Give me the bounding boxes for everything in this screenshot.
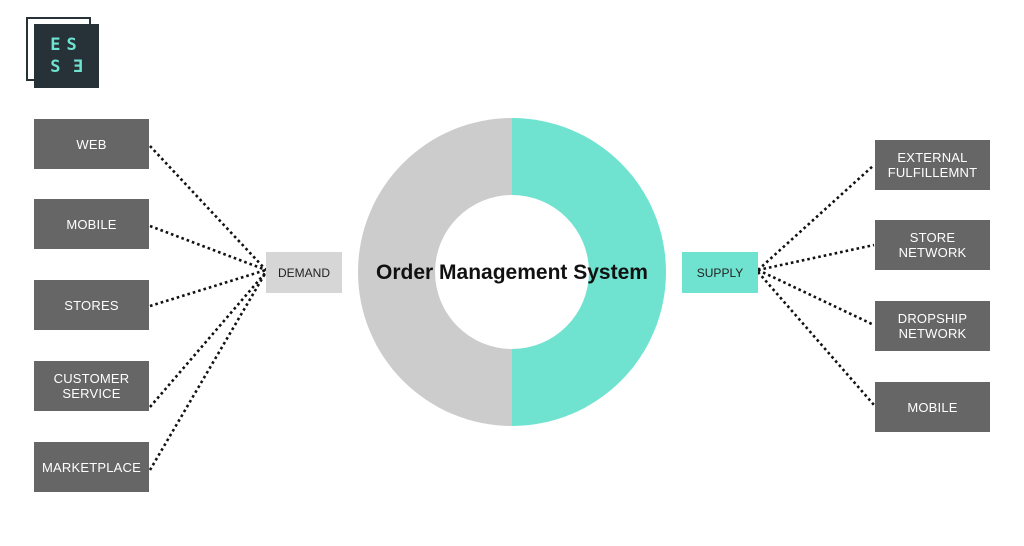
source-stores: STORES <box>34 280 149 330</box>
source-marketplace: MARKETPLACE <box>34 442 149 492</box>
connector-stores-demand <box>149 268 267 308</box>
esse-logo: ES SE <box>34 24 99 88</box>
donut-right-half <box>512 118 666 426</box>
logo-letter: S <box>50 57 67 77</box>
oms-title: Order Management System <box>376 261 648 284</box>
target-external-fulfillment: EXTERNAL FULFILLEMNT <box>875 140 990 190</box>
donut-left-half <box>358 118 512 426</box>
demand-hub: DEMAND <box>266 252 342 293</box>
target-mobile: MOBILE <box>875 382 990 432</box>
source-customer-service: CUSTOMER SERVICE <box>34 361 149 411</box>
source-web: WEB <box>34 119 149 169</box>
connector-customer-service-demand <box>149 271 267 408</box>
target-dropship-network: DROPSHIP NETWORK <box>875 301 990 351</box>
source-mobile: MOBILE <box>34 199 149 249</box>
logo-letter: S <box>66 35 83 55</box>
connector-mobile-demand <box>149 224 267 272</box>
connector-supply-mobile <box>757 271 875 406</box>
connector-marketplace-demand <box>148 271 268 471</box>
connector-supply-dropship <box>757 268 875 327</box>
connector-supply-store-network <box>757 243 875 272</box>
connector-web-demand <box>149 145 267 271</box>
connector-supply-external <box>757 164 875 271</box>
logo-letter: E <box>50 35 67 55</box>
target-store-network: STORE NETWORK <box>875 220 990 270</box>
supply-hub: SUPPLY <box>682 252 758 293</box>
